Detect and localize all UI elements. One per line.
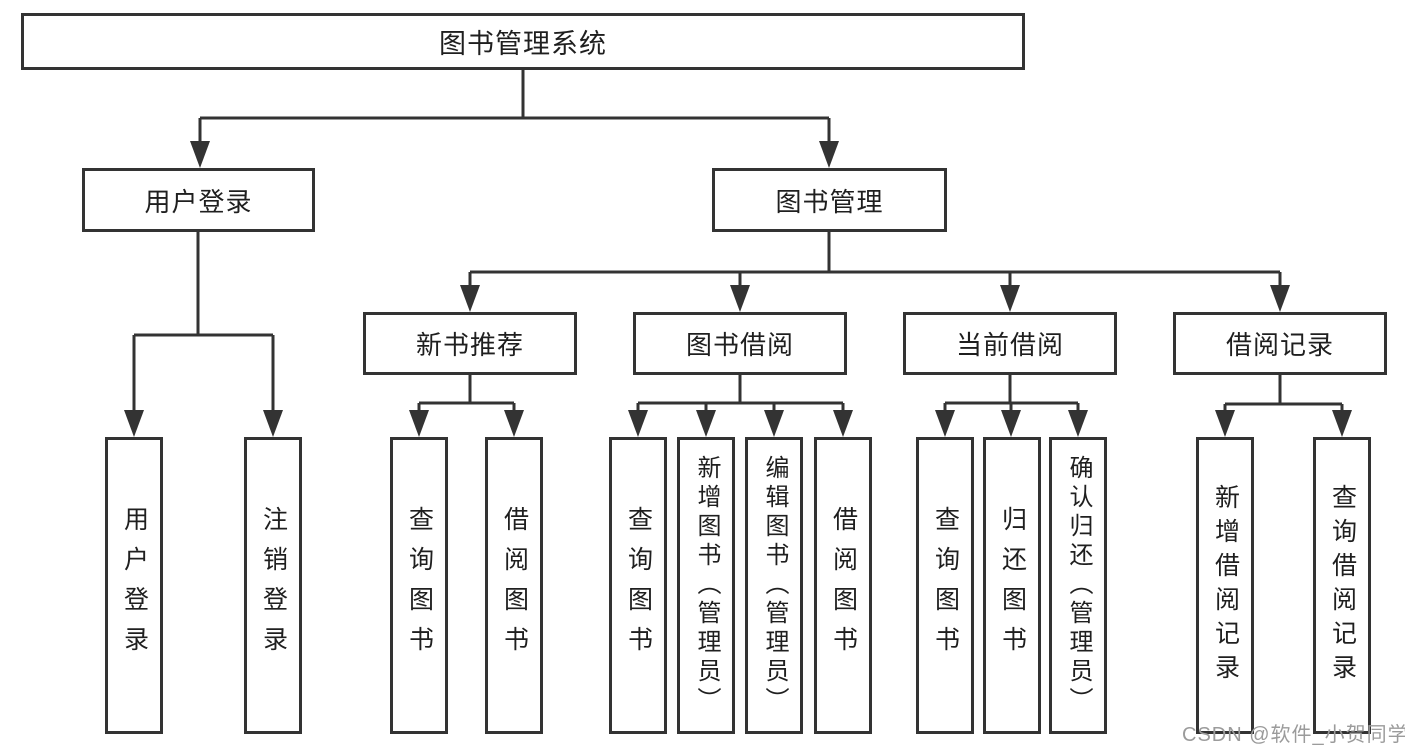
leaf-user-login: 用户登录 xyxy=(105,437,163,734)
connector-userlogin-branch xyxy=(132,232,275,413)
node-current-borrowing: 当前借阅 xyxy=(903,312,1117,375)
arrowhead-icon xyxy=(628,410,648,437)
node-book-management: 图书管理 xyxy=(712,168,947,232)
arrowhead-icon xyxy=(409,410,429,437)
arrowhead-icon xyxy=(263,410,283,437)
leaf-return-books: 归还图书 xyxy=(983,437,1041,734)
connector-borrowing-branch xyxy=(636,375,845,413)
connector-current-branch xyxy=(943,375,1080,413)
arrowhead-icon xyxy=(819,141,839,168)
node-user-login: 用户登录 xyxy=(82,168,315,232)
arrowhead-icon xyxy=(1215,410,1235,437)
arrowhead-icon xyxy=(124,410,144,437)
arrowhead-icon xyxy=(696,410,716,437)
node-book-borrowing: 图书借阅 xyxy=(633,312,847,375)
leaf-query-books: 查询图书 xyxy=(916,437,974,734)
arrowhead-icon xyxy=(190,141,210,168)
leaf-edit-books-admin: 编辑图书（管理员） xyxy=(745,437,803,734)
connector-newbook-branch xyxy=(417,375,516,413)
leaf-logout: 注销登录 xyxy=(244,437,302,734)
leaf-add-borrow-record: 新增借阅记录 xyxy=(1196,437,1254,734)
leaf-add-books-admin: 新增图书（管理员） xyxy=(677,437,735,734)
leaf-borrow-books: 借阅图书 xyxy=(485,437,543,734)
node-library-management-system: 图书管理系统 xyxy=(21,13,1025,70)
arrowhead-icon xyxy=(833,410,853,437)
arrowhead-icon xyxy=(1270,285,1290,312)
arrowhead-icon xyxy=(1001,410,1021,437)
arrowhead-icon xyxy=(730,285,750,312)
leaf-query-books: 查询图书 xyxy=(390,437,448,734)
arrowhead-icon xyxy=(1068,410,1088,437)
connector-records-branch xyxy=(1223,375,1344,413)
arrowhead-icon xyxy=(935,410,955,437)
leaf-query-books: 查询图书 xyxy=(609,437,667,734)
node-new-book-recommendation: 新书推荐 xyxy=(363,312,577,375)
arrowhead-icon xyxy=(764,410,784,437)
node-borrowing-records: 借阅记录 xyxy=(1173,312,1387,375)
arrowhead-icon xyxy=(460,285,480,312)
csdn-watermark: CSDN @软件_小贺同学 xyxy=(1182,724,1405,746)
leaf-confirm-return-admin: 确认归还（管理员） xyxy=(1049,437,1107,734)
arrowhead-icon xyxy=(1332,410,1352,437)
arrowhead-icon xyxy=(504,410,524,437)
leaf-query-borrow-record: 查询借阅记录 xyxy=(1313,437,1371,734)
leaf-borrow-books: 借阅图书 xyxy=(814,437,872,734)
connector-bookmgmt-branch xyxy=(468,232,1282,288)
connector-root-to-level2 xyxy=(198,70,831,144)
arrowhead-icon xyxy=(1000,285,1020,312)
